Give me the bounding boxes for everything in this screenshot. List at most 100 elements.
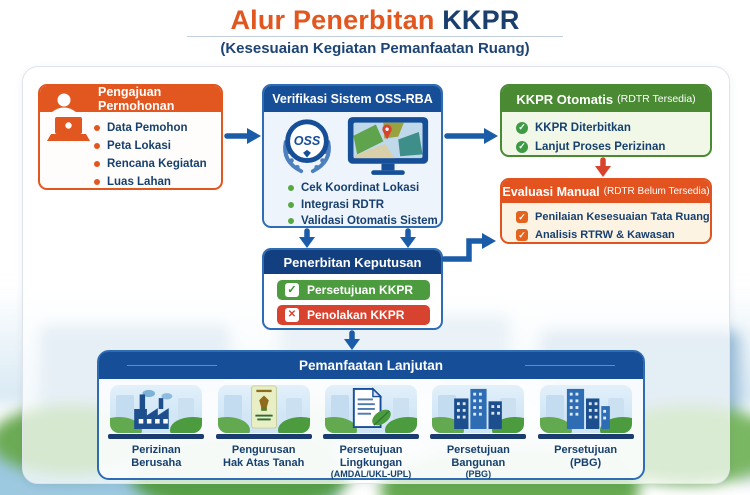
verifikasi-graphics: OSS	[264, 114, 441, 178]
list-item: Data Pemohon	[94, 119, 221, 137]
tile-scene	[432, 385, 525, 433]
check-icon	[285, 283, 299, 297]
list-item-label: Penilaian Kesesuaian Tata Ruang	[535, 211, 710, 223]
penolakan-label: Penolakan KKPR	[307, 308, 405, 322]
list-item-label: KKPR Diterbitkan	[535, 121, 631, 134]
list-item: Cek Koordinat Lokasi	[288, 180, 438, 197]
kkpr-otomatis-note: (RDTR Tersedia)	[617, 93, 696, 105]
environment-doc-icon	[352, 387, 391, 429]
pengajuan-title: Pengajuan Permohonan	[98, 85, 175, 113]
penerbitan-header: Penerbitan Keputusan	[264, 250, 441, 274]
verifikasi-title: Verifikasi Sistem OSS-RBA	[272, 92, 433, 106]
title-main: Alur Penerbitan	[230, 5, 435, 35]
title-divider	[187, 36, 563, 37]
evaluasi-manual-header: Evaluasi Manual (RDTR Belum Tersedia)	[502, 180, 710, 203]
list-item: Penilaian Kesesuaian Tata Ruang	[516, 208, 710, 226]
list-item-label: Validasi Otomatis Sistem	[301, 215, 438, 228]
list-item: Luas Lahan	[94, 173, 221, 191]
list-item-label: Cek Koordinat Lokasi	[301, 182, 420, 195]
oss-logo-icon: OSS	[282, 119, 331, 174]
tile-label: Persetujuan(PBG)	[554, 444, 618, 469]
building-icon	[454, 388, 503, 429]
building-alt-icon	[566, 388, 610, 429]
box-verifikasi-oss-rba: Verifikasi Sistem OSS-RBA OSS	[262, 84, 443, 228]
list-item: Peta Lokasi	[94, 137, 221, 155]
pengajuan-list: Data Pemohon Peta Lokasi Rencana Kegiata…	[40, 119, 221, 191]
tile-base	[322, 434, 419, 439]
persetujuan-kkpr-badge: Persetujuan KKPR	[277, 280, 430, 300]
list-item-label: Analisis RTRW & Kawasan	[535, 229, 675, 241]
tile-base	[215, 434, 312, 439]
bullet-icon	[288, 218, 294, 225]
person-laptop-icon	[47, 93, 90, 141]
list-item-label: Rencana Kegiatan	[107, 158, 207, 170]
bullet-icon	[288, 185, 294, 192]
verifikasi-header: Verifikasi Sistem OSS-RBA	[264, 86, 441, 112]
svg-text:OSS: OSS	[293, 134, 320, 148]
list-item: Integrasi RDTR	[288, 197, 438, 214]
cross-icon	[285, 308, 299, 322]
bullet-icon	[288, 201, 294, 208]
kkpr-otomatis-title: KKPR Otomatis	[516, 91, 614, 107]
pemanfaatan-title: Pemanfaatan Lanjutan	[298, 358, 444, 373]
tile-base	[108, 434, 205, 439]
pemanfaatan-header: Pemanfaatan Lanjutan	[99, 352, 643, 379]
land-certificate-icon	[250, 385, 277, 429]
title-accent: KKPR	[442, 5, 520, 35]
list-item-label: Integrasi RDTR	[301, 198, 385, 211]
evaluasi-manual-title: Evaluasi Manual	[502, 184, 600, 199]
evaluasi-manual-note: (RDTR Belum Tersedia)	[603, 186, 710, 197]
tile-scene	[539, 385, 632, 433]
list-item-label: Peta Lokasi	[107, 140, 171, 152]
list-item-label: Lanjut Proses Perizinan	[535, 140, 666, 153]
header-line	[525, 365, 615, 366]
list-item-label: Luas Lahan	[107, 176, 171, 188]
bullet-icon	[94, 143, 100, 149]
bullet-icon	[94, 161, 100, 167]
penerbitan-title: Penerbitan Keputusan	[283, 254, 422, 270]
list-item: Lanjut Proses Perizinan	[516, 137, 710, 156]
bullet-icon	[94, 179, 100, 185]
page-subtitle: (Kesesuaian Kegiatan Pemanfaatan Ruang)	[220, 40, 530, 57]
tile-scene	[324, 385, 417, 433]
tile-scene	[217, 385, 310, 433]
tile-base	[537, 434, 634, 439]
persetujuan-label: Persetujuan KKPR	[307, 283, 414, 297]
list-item: Rencana Kegiatan	[94, 155, 221, 173]
factory-icon	[134, 389, 173, 429]
box-kkpr-otomatis: KKPR Otomatis (RDTR Tersedia) KKPR Diter…	[500, 84, 712, 157]
tile-scene	[110, 385, 203, 433]
tile-persetujuan-pbg: Persetujuan(PBG)	[536, 385, 636, 480]
checkbox-icon	[516, 211, 528, 223]
page-title: Alur Penerbitan KKPR	[0, 5, 750, 36]
kkpr-otomatis-header: KKPR Otomatis (RDTR Tersedia)	[502, 86, 710, 112]
header-line	[127, 365, 217, 366]
penolakan-kkpr-badge: Penolakan KKPR	[277, 305, 430, 325]
bullet-icon	[94, 125, 100, 131]
kkpr-otomatis-list: KKPR Diterbitkan Lanjut Proses Perizinan	[502, 118, 710, 156]
map-monitor-icon	[347, 117, 428, 175]
list-item: Analisis RTRW & Kawasan	[516, 226, 710, 244]
checkbox-icon	[516, 229, 528, 241]
box-penerbitan-keputusan: Penerbitan Keputusan Persetujuan KKPR Pe…	[262, 248, 443, 330]
box-pengajuan-permohonan: Pengajuan Permohonan Data Pemohon Peta L…	[38, 84, 223, 190]
list-item-label: Data Pemohon	[107, 122, 188, 134]
list-item: Validasi Otomatis Sistem	[288, 213, 438, 230]
check-circle-icon	[516, 121, 528, 134]
list-item: KKPR Diterbitkan	[516, 118, 710, 137]
tile-base	[430, 434, 527, 439]
check-circle-icon	[516, 140, 528, 153]
evaluasi-manual-list: Penilaian Kesesuaian Tata Ruang Analisis…	[502, 208, 710, 244]
verifikasi-list: Cek Koordinat Lokasi Integrasi RDTR Vali…	[288, 180, 438, 230]
